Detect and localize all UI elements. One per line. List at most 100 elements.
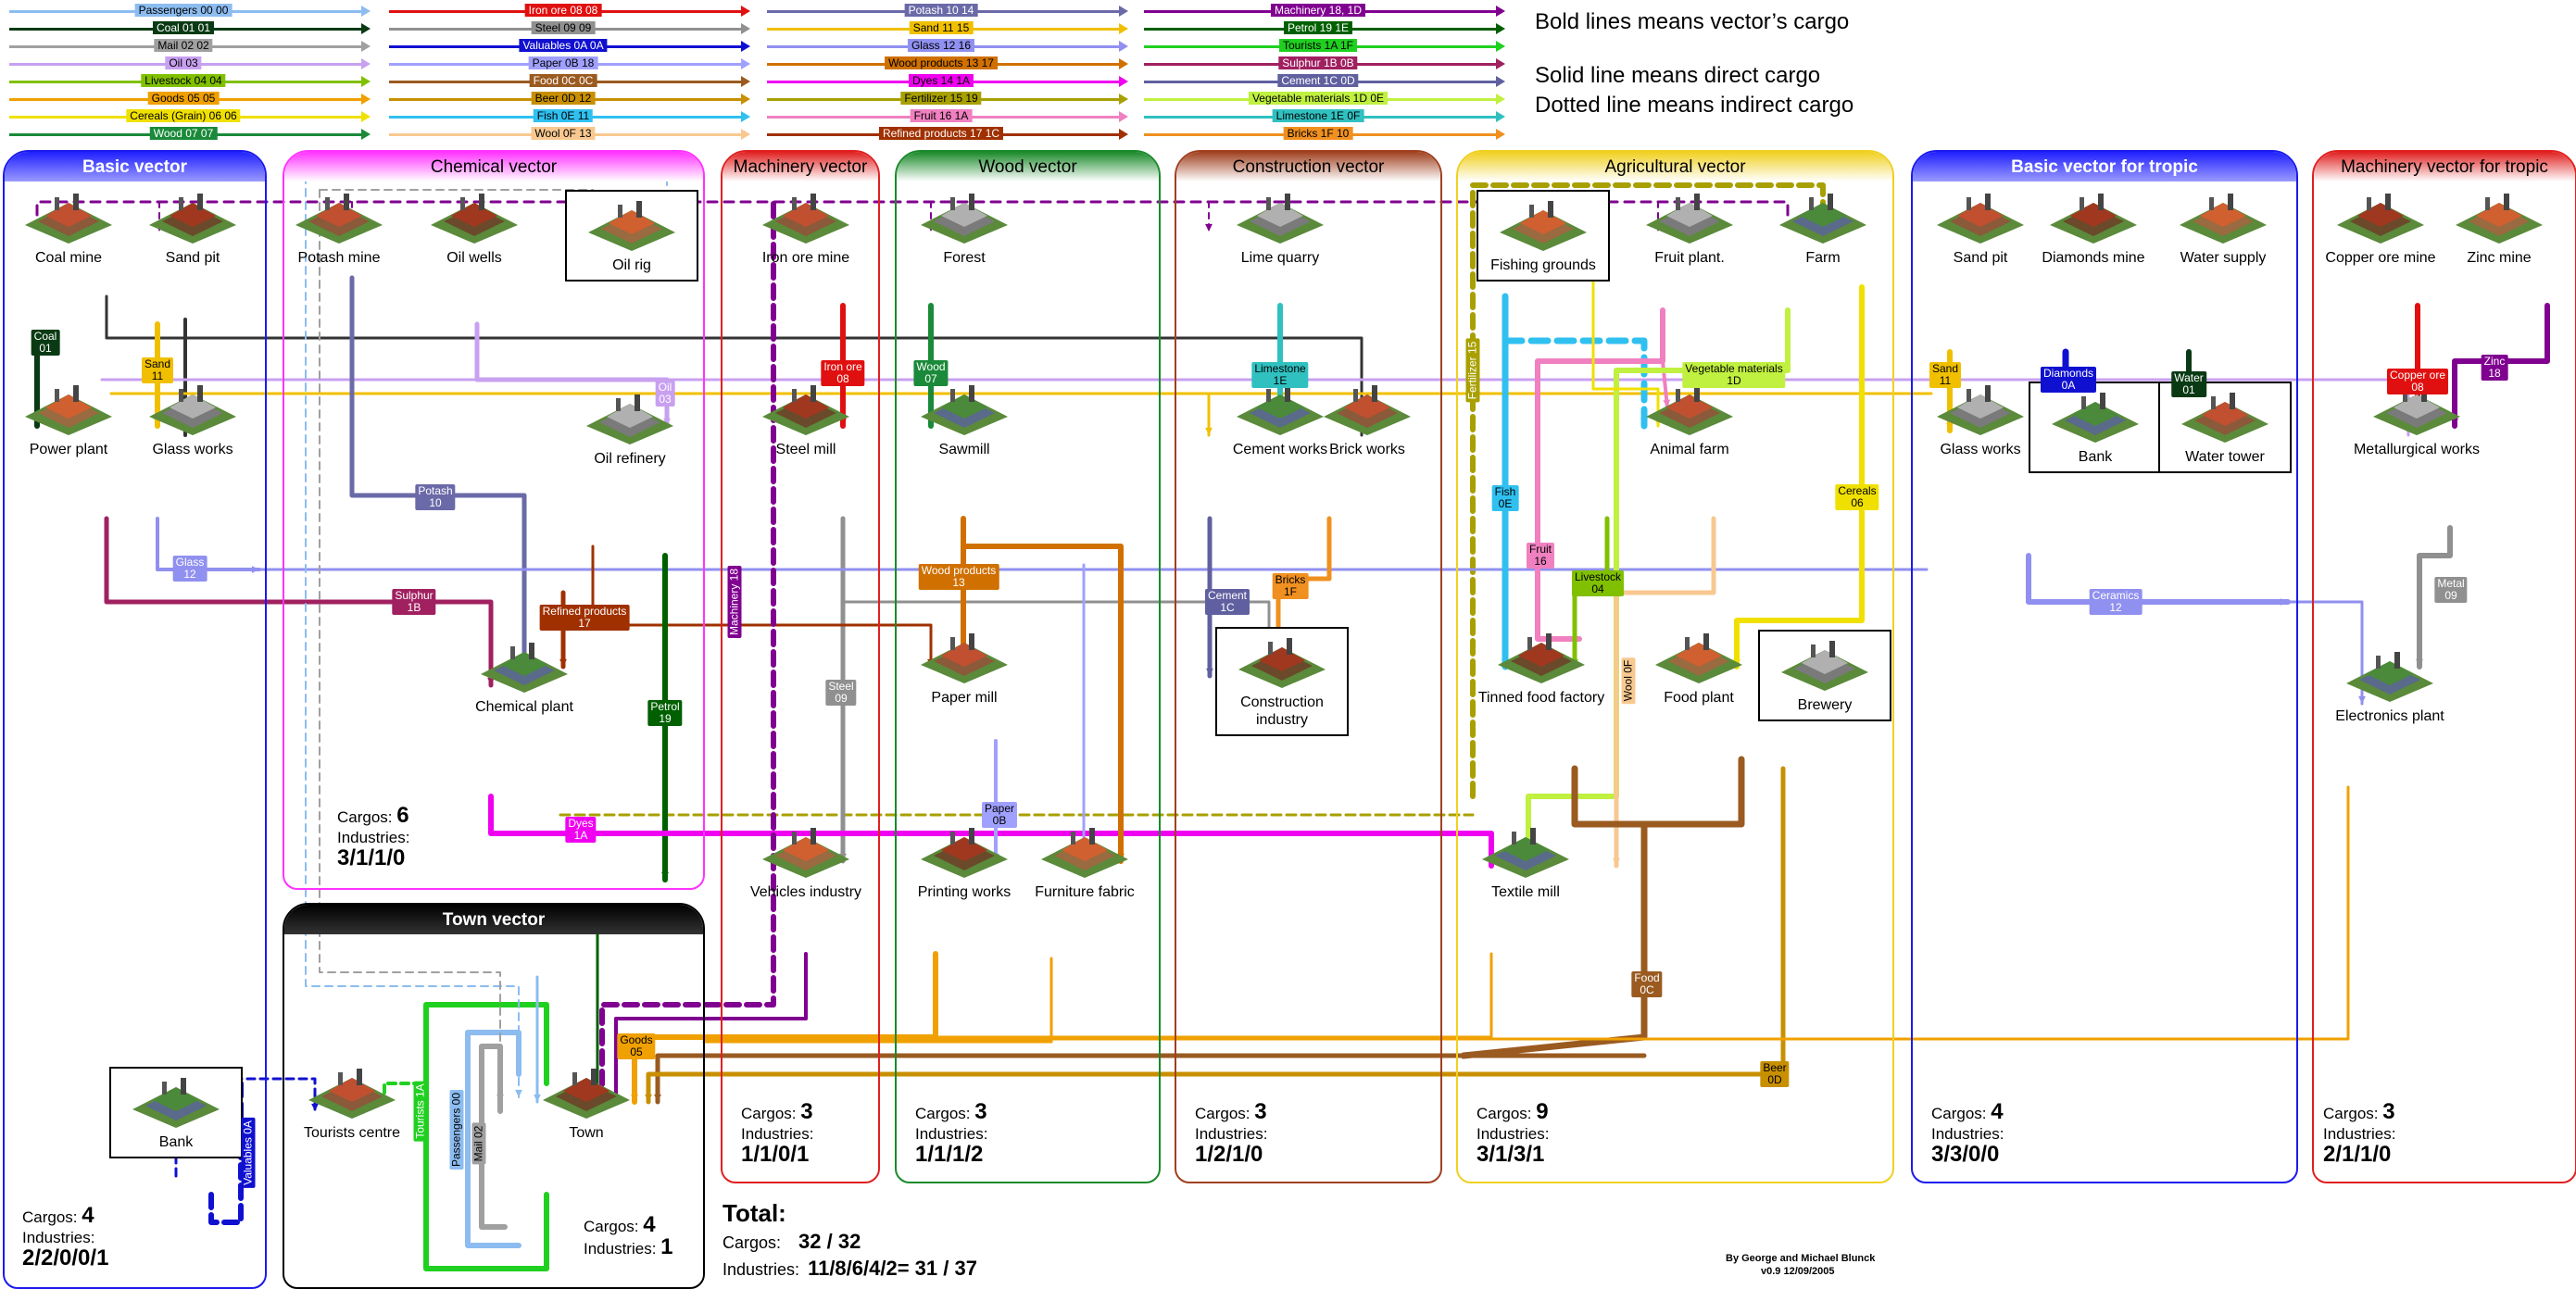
legend-label: Bricks 1F 10 [1283, 127, 1353, 140]
vehicles-industry-icon [762, 828, 849, 878]
cargo-route [646, 766, 1786, 1105]
cargo-route [1591, 276, 1660, 428]
total-industries-label: Industries: [723, 1260, 800, 1279]
tag-cargo-name: Oil [658, 381, 672, 394]
tag-cargo-code: 09 [835, 692, 848, 705]
zinc-mine-icon [2456, 194, 2543, 244]
legend-item-oil-03: Oil 03 [9, 56, 372, 69]
industry-label: Copper ore mine [2325, 250, 2436, 266]
arrow-right-icon [1496, 41, 1505, 52]
cargos-value: 9 [1536, 1099, 1549, 1124]
tag-cargo-code: 06 [1851, 496, 1864, 509]
tag-cargo-name: Fruit [1529, 543, 1552, 556]
legend-label: Wood 07 07 [149, 127, 218, 140]
cargo-route [156, 517, 261, 571]
construction-industry-icon [1238, 638, 1326, 688]
legend-label: Fish 0E 11 [533, 109, 594, 122]
total-title: Total: [723, 1199, 786, 1227]
legend-item-limestone-1e-0f: Limestone 1E 0F [1144, 109, 1507, 122]
industry-electronics-plant: Electronics plant [2325, 648, 2455, 725]
legend-label: Tourists 1A 1F [1278, 39, 1358, 52]
industry-brewery: Brewery [1758, 630, 1891, 721]
cargo-route [702, 952, 1493, 1039]
legend-label: Wood products 13 17 [885, 56, 998, 69]
industry-brick-works: Brick works [1302, 382, 1432, 458]
industry-construction-industry: Construction industry [1215, 627, 1349, 736]
cargo-route [614, 952, 808, 1104]
industry-tinned-food-factory: Tinned food factory [1476, 630, 1606, 707]
coal-mine-icon [25, 194, 112, 244]
industry-water-supply: Water supply [2158, 190, 2288, 267]
tag-cargo-code: 1B [407, 601, 421, 614]
total-industries: Industries: 11/8/6/4/2= 31 / 37 [723, 1258, 977, 1280]
tag-cargo-code: 12 [2109, 601, 2122, 614]
cargo-tag-mail-02: Mail 02 [471, 1122, 486, 1165]
industry-label: Fruit plant. [1654, 250, 1725, 266]
cargo-route [702, 785, 2350, 1041]
tourists-centre-icon [308, 1069, 396, 1119]
tag-cargo-name: Cement [1207, 589, 1248, 602]
industry-label: Textile mill [1491, 884, 1560, 900]
tag-cargo-name: Refined products [542, 605, 627, 618]
industry-label: Printing works [917, 884, 1012, 900]
industry-oil-refinery: Oil refinery [565, 391, 695, 468]
tag-cargo-code: 05 [630, 1045, 643, 1058]
tag-cargo-name: Wood products [921, 564, 997, 577]
arrow-right-icon [1496, 129, 1505, 140]
tinned-food-factory-icon [1498, 633, 1585, 683]
total-industries-value: 11/8/6/4/2= 31 / 37 [808, 1257, 977, 1280]
tag-cargo-name: Cereals [1838, 484, 1877, 497]
legend-label: Cement 1C 0D [1277, 74, 1359, 87]
industry-label: Chemical plant [475, 699, 573, 715]
tag-cargo-code: 1E [1273, 374, 1288, 387]
tag-cargo-name: Steel [828, 680, 854, 693]
tag-cargo-code: 01 [2182, 383, 2195, 396]
industries-label: Industries: [1476, 1125, 1550, 1143]
industries-label: Industries: [741, 1125, 814, 1143]
cargo-route [591, 544, 933, 669]
cargos-label: Cargos: [1195, 1105, 1250, 1122]
legend-label: Passengers 00 00 [134, 4, 232, 17]
glass-works-icon [149, 385, 236, 435]
cargo-route [105, 294, 1363, 437]
furniture-fabric-icon [1041, 828, 1128, 878]
tag-cargo-code: 1F [1283, 585, 1298, 598]
industry-label: Electronics plant [2335, 708, 2444, 724]
industry-sawmill: Sawmill [899, 382, 1029, 458]
industry-label: Sand pit [1953, 250, 2008, 266]
industry-label: Sand pit [165, 250, 220, 266]
note-dotted: Dotted line means indirect cargo [1535, 93, 1854, 118]
arrow-right-icon [361, 129, 371, 140]
brick-works-icon [1324, 385, 1411, 435]
legend-label: Mail 02 02 [154, 39, 213, 52]
vector-title: Machinery vector [723, 152, 878, 181]
arrow-right-icon [1119, 41, 1128, 52]
industries-label: Industries: [915, 1125, 988, 1143]
legend-item-cereals-grain-06-06: Cereals (Grain) 06 06 [9, 109, 372, 122]
textile-mill-icon [1482, 828, 1569, 878]
oil-wells-icon [431, 194, 518, 244]
industry-forest: Forest [899, 190, 1029, 267]
arrow-right-icon [1496, 23, 1505, 34]
cargo-tag-valuables-0a: Valuables 0A [241, 1118, 256, 1188]
arrow-right-icon [1119, 76, 1128, 87]
arrow-right-icon [1496, 94, 1505, 105]
vector-title: Chemical vector [284, 152, 703, 181]
industry-label: Construction industry [1240, 695, 1324, 728]
arrow-right-icon [741, 23, 750, 34]
cargo-route [319, 189, 501, 1103]
arrow-head-icon [631, 1094, 638, 1102]
legend-label: Steel 09 09 [531, 21, 596, 34]
industries-value: 1/1/0/1 [741, 1142, 810, 1167]
tag-cargo-code: 09 [2444, 589, 2457, 602]
industry-furniture-fabric: Furniture fabric [1020, 824, 1150, 901]
